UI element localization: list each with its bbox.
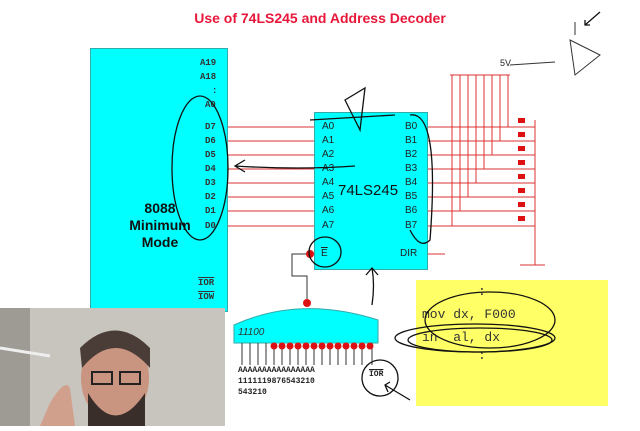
pin-d1: D1 — [205, 206, 216, 216]
code-dots-top: : — [478, 284, 486, 299]
decoder-ior: IOR — [369, 370, 384, 379]
addr-row-3: 543210 — [238, 388, 267, 397]
cpu-label-1: 8088 — [144, 200, 176, 216]
buf-a0: A0 — [322, 121, 335, 132]
pin-a18: A18 — [200, 72, 217, 82]
buf-a5: A5 — [322, 191, 335, 202]
decoder-handwriting: 11100 — [238, 327, 265, 338]
pin-d3: D3 — [205, 178, 216, 188]
pin-d0: D0 — [205, 221, 216, 231]
buffer-74ls245-block — [314, 112, 428, 270]
addr-row-2: 1111119876543210 — [238, 377, 315, 386]
cpu-8088-block — [90, 48, 228, 312]
pin-d7: D7 — [205, 122, 216, 132]
buf-b6: B6 — [405, 205, 418, 216]
cpu-label: 8088 Minimum Mode — [100, 200, 220, 251]
cpu-label-3: Mode — [141, 234, 179, 250]
buf-enable: E — [321, 248, 328, 259]
buf-b0: B0 — [405, 121, 418, 132]
pin-ior: IOR — [198, 278, 215, 288]
buf-b3: B3 — [405, 163, 418, 174]
pin-ellipsis: : — [212, 86, 218, 96]
addr-row-1: AAAAAAAAAAAAAAAA — [238, 366, 315, 375]
pin-a19: A19 — [200, 58, 217, 68]
buf-a2: A2 — [322, 149, 335, 160]
buf-dir: DIR — [400, 248, 418, 259]
slide-title: Use of 74LS245 and Address Decoder — [194, 10, 446, 26]
pin-d6: D6 — [205, 136, 216, 146]
buf-a3: A3 — [322, 163, 335, 174]
code-line-1: mov dx, F000 — [422, 307, 516, 322]
buf-b4: B4 — [405, 177, 418, 188]
presenter-image — [0, 308, 225, 426]
decoder-output-node — [303, 299, 311, 307]
buf-b7: B7 — [405, 220, 418, 231]
pin-d2: D2 — [205, 192, 216, 202]
buf-a4: A4 — [322, 177, 335, 188]
buf-a7: A7 — [322, 220, 335, 231]
buf-a6: A6 — [322, 205, 335, 216]
address-decoder — [233, 308, 379, 344]
webcam-video — [0, 308, 225, 426]
enable-node — [306, 250, 314, 258]
buf-a1: A1 — [322, 135, 335, 146]
code-dots-bottom: : — [478, 348, 486, 363]
buffer-label: 74LS245 — [338, 182, 399, 199]
code-note: : mov dx, F000 in al, dx : — [416, 280, 608, 406]
supply-label: 5V — [500, 58, 512, 68]
pin-d5: D5 — [205, 150, 216, 160]
pin-d4: D4 — [205, 164, 216, 174]
buf-b1: B1 — [405, 135, 418, 146]
code-line-2: in al, dx — [422, 330, 501, 345]
buf-b2: B2 — [405, 149, 418, 160]
pin-a0: A0 — [205, 100, 216, 110]
pin-iow: IOW — [198, 292, 215, 302]
cpu-label-2: Minimum — [129, 217, 191, 233]
buf-b5: B5 — [405, 191, 418, 202]
